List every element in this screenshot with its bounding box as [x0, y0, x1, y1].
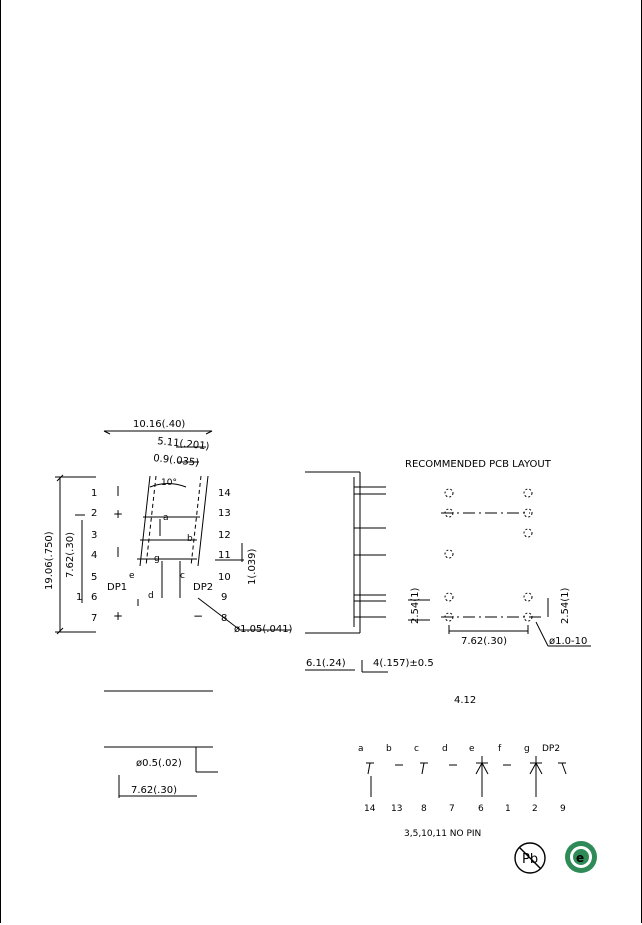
pin-label: 10	[218, 572, 231, 583]
segment-label: e	[129, 571, 135, 581]
lead-length-dim: 4(.157)±0.5	[373, 658, 434, 669]
segment-label: d	[148, 591, 154, 601]
pin-label: 9	[221, 592, 227, 603]
pcb-title: RECOMMENDED PCB LAYOUT	[405, 459, 552, 470]
pin-label: 14	[218, 488, 231, 499]
seg-width-dim: 5.11(.201)	[157, 436, 210, 452]
schematic-pin: 14	[364, 804, 376, 814]
plus-sign: +	[113, 609, 123, 623]
schematic-pin: 6	[478, 804, 484, 814]
pb-logo-text: Pb	[522, 852, 538, 867]
minus-sign: −	[193, 609, 203, 623]
side-pitch-dim: 2.54(1)	[410, 587, 421, 624]
dp1-label: DP1	[107, 582, 127, 593]
schematic-pin: 9	[560, 804, 566, 814]
segment-label: b	[187, 534, 193, 544]
top-width-dim: 10.16(.40)	[133, 419, 185, 430]
pitch-height-dim: 7.62(.30)	[65, 532, 76, 578]
pin-label: 6	[91, 592, 97, 603]
schematic-ref: 4.12	[454, 695, 476, 706]
schematic-segment: f	[498, 744, 502, 754]
segment-label: g	[154, 554, 160, 564]
pin-pitch-dim: 7.62(.30)	[131, 785, 177, 796]
schematic-segment: g	[524, 744, 530, 754]
pin-label: 4	[91, 550, 97, 561]
marker-1: 1	[76, 592, 82, 603]
depth-dim: 6.1(.24)	[306, 658, 346, 669]
eco-logo-text: e	[576, 851, 584, 865]
segment-label: a	[163, 513, 169, 523]
pcb-hole-dim: ø1.0-10	[549, 636, 587, 647]
pin-label: 1	[91, 488, 97, 499]
schematic-segment: e	[469, 744, 475, 754]
schematic-segment: b	[386, 744, 392, 754]
dp2-label: DP2	[193, 582, 213, 593]
thickness-dim: 1(.039)	[247, 548, 258, 585]
schematic-pin: 7	[449, 804, 455, 814]
no-pin-note: 3,5,10,11 NO PIN	[404, 829, 481, 839]
height-dim: 19.06(.750)	[44, 531, 55, 590]
pin-label: 11	[218, 550, 231, 561]
pin-hole-dim: ø1.05(.041)	[234, 624, 293, 635]
schematic-pin: 2	[532, 804, 538, 814]
pin-label: 3	[91, 530, 97, 541]
pin-label: 2	[91, 508, 97, 519]
pb-free-logo	[514, 842, 546, 874]
schematic-pin: 13	[391, 804, 402, 814]
schematic-pin: 8	[421, 804, 427, 814]
schematic-pin: 1	[505, 804, 511, 814]
schematic-segment: a	[358, 744, 364, 754]
stroke-dim: 0.9(.035)	[153, 453, 200, 469]
plus-sign: +	[113, 507, 123, 521]
segment-label: c	[180, 571, 185, 581]
pcb-pitch-y: 2.54(1)	[560, 587, 571, 624]
pin-dia-dim: ø0.5(.02)	[136, 758, 182, 769]
pin-label: 5	[91, 572, 97, 583]
pin-label: 13	[218, 508, 231, 519]
pcb-pitch-x: 7.62(.30)	[461, 636, 507, 647]
pin-label: 12	[218, 530, 231, 541]
schematic-segment: DP2	[542, 744, 560, 754]
schematic-segment: d	[442, 744, 448, 754]
pin-label: 7	[91, 613, 97, 624]
pin-label: 8	[221, 613, 227, 624]
schematic-segment: c	[414, 744, 419, 754]
angle-dim: 10°	[161, 478, 177, 488]
